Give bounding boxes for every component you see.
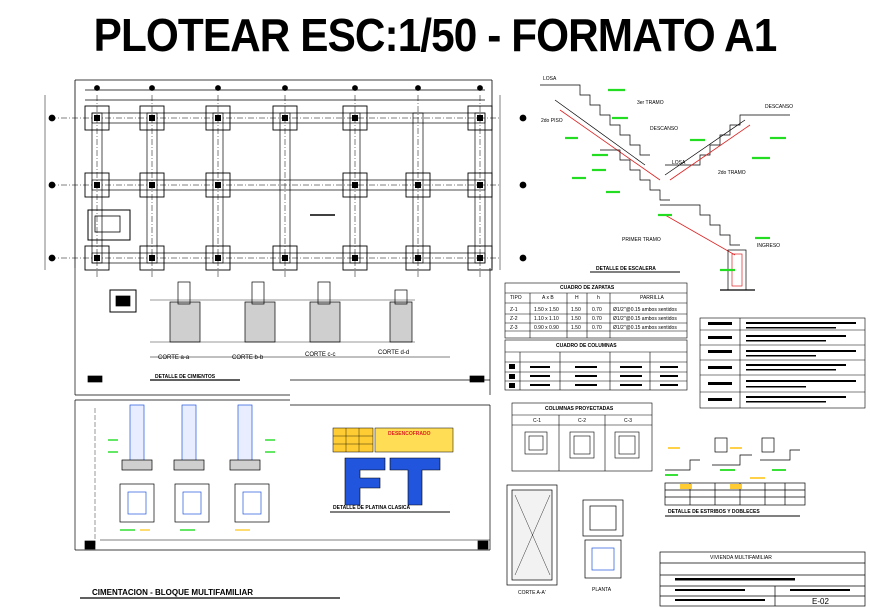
sheet-number: E-02 (812, 597, 829, 606)
zapata-row-h: 1.50 (571, 307, 581, 313)
detalle-cimientos-label: DETALLE DE CIMIENTOS (155, 374, 216, 380)
encofrado-detail (330, 427, 454, 513)
stair-label-losa: LOSA (543, 76, 557, 82)
zapata-row-h-small: 0.70 (592, 307, 602, 313)
estribos-detail (664, 437, 806, 517)
foundation-footer-label: CIMENTACION - BLOQUE MULTIFAMILIAR (92, 588, 254, 597)
zapata-row-h: 1.50 (571, 316, 581, 322)
corte-label-d: CORTE d-d (378, 350, 410, 356)
column-type-c3: C-3 (624, 418, 633, 424)
zapata-row-h-small: 0.70 (592, 316, 602, 322)
corte-label-c: CORTE c-c (305, 352, 336, 358)
columnas-proyectadas-title: COLUMNAS PROYECTADAS (545, 406, 614, 412)
specs-table (699, 317, 866, 409)
columnas-proyectadas (511, 402, 653, 472)
columnas-title: CUADRO DE COLUMNAS (556, 343, 617, 349)
zapatas-header-axb: A x B (542, 295, 554, 301)
project-name: VIVIENDA MULTIFAMILIAR (710, 555, 772, 561)
corte-label-a: CORTE a-a (158, 355, 190, 361)
zapata-row-axb: 1.50 x 1.50 (534, 307, 559, 313)
zapatas-title: CUADRO DE ZAPATAS (560, 285, 615, 291)
zapata-row-parrilla: Ø1/2"@0.15 ambos sentidos (613, 316, 677, 322)
stair-label-descanso-1: DESCANSO (765, 104, 794, 110)
columnas-table (504, 339, 688, 391)
corte-label-b: CORTE b-b (232, 355, 264, 361)
stair-caption: DETALLE DE ESCALERA (596, 266, 656, 272)
zapata-row-tipo: Z-3 (510, 325, 518, 331)
estribos-caption: DETALLE DE ESTRIBOS Y DOBLECES (668, 509, 760, 515)
zapatas-table (504, 282, 688, 339)
column-type-c1: C-1 (533, 418, 542, 424)
desencofrado-label: DESENCOFRADO (388, 431, 431, 437)
stair-label-descanso-2: DESCANSO (650, 126, 679, 132)
stair-label-2do-tramo: 2do TRAMO (718, 170, 746, 176)
sheet-title: PLOTEAR ESC:1/50 - FORMATO A1 (93, 9, 778, 61)
encofrado-caption: DETALLE DE PLATINA CLASICA (333, 505, 411, 511)
stair-label-primer-tramo: PRIMER TRAMO (622, 237, 661, 243)
zapatas-header-tipo: TIPO (510, 295, 522, 301)
zapata-row-h: 1.50 (571, 325, 581, 331)
zapata-row-h-small: 0.70 (592, 325, 602, 331)
zapatas-header-h: H (575, 295, 579, 301)
cortes-detail (74, 268, 491, 396)
stair-label-2do-piso: 2do PISO (541, 118, 563, 124)
corte-aa-label: CORTE A-A' (518, 590, 546, 596)
title-block (659, 551, 866, 607)
zapata-row-parrilla: Ø1/2"@0.15 ambos sentidos (613, 325, 677, 331)
zapatas-header-parrilla: PARRILLA (640, 295, 664, 301)
muro-sections (74, 399, 491, 599)
zapata-row-axb: 1.10 x 1.10 (534, 316, 559, 322)
zapata-row-tipo: Z-2 (510, 316, 518, 322)
zapata-row-axb: 0.90 x 0.90 (534, 325, 559, 331)
column-type-c2: C-2 (578, 418, 587, 424)
foundation-plan (44, 79, 527, 278)
column-detail (506, 484, 624, 586)
stair-label-losa-2: LOSA (672, 160, 686, 166)
planta-label: PLANTA (592, 587, 612, 593)
zapatas-header-h-small: h (597, 295, 600, 301)
stair-detail (540, 84, 790, 291)
stair-label-3er-tramo: 3er TRAMO (637, 100, 664, 106)
zapata-row-parrilla: Ø1/2"@0.15 ambos sentidos (613, 307, 677, 313)
zapata-row-tipo: Z-1 (510, 307, 518, 313)
stair-label-ingreso: INGRESO (757, 243, 781, 249)
